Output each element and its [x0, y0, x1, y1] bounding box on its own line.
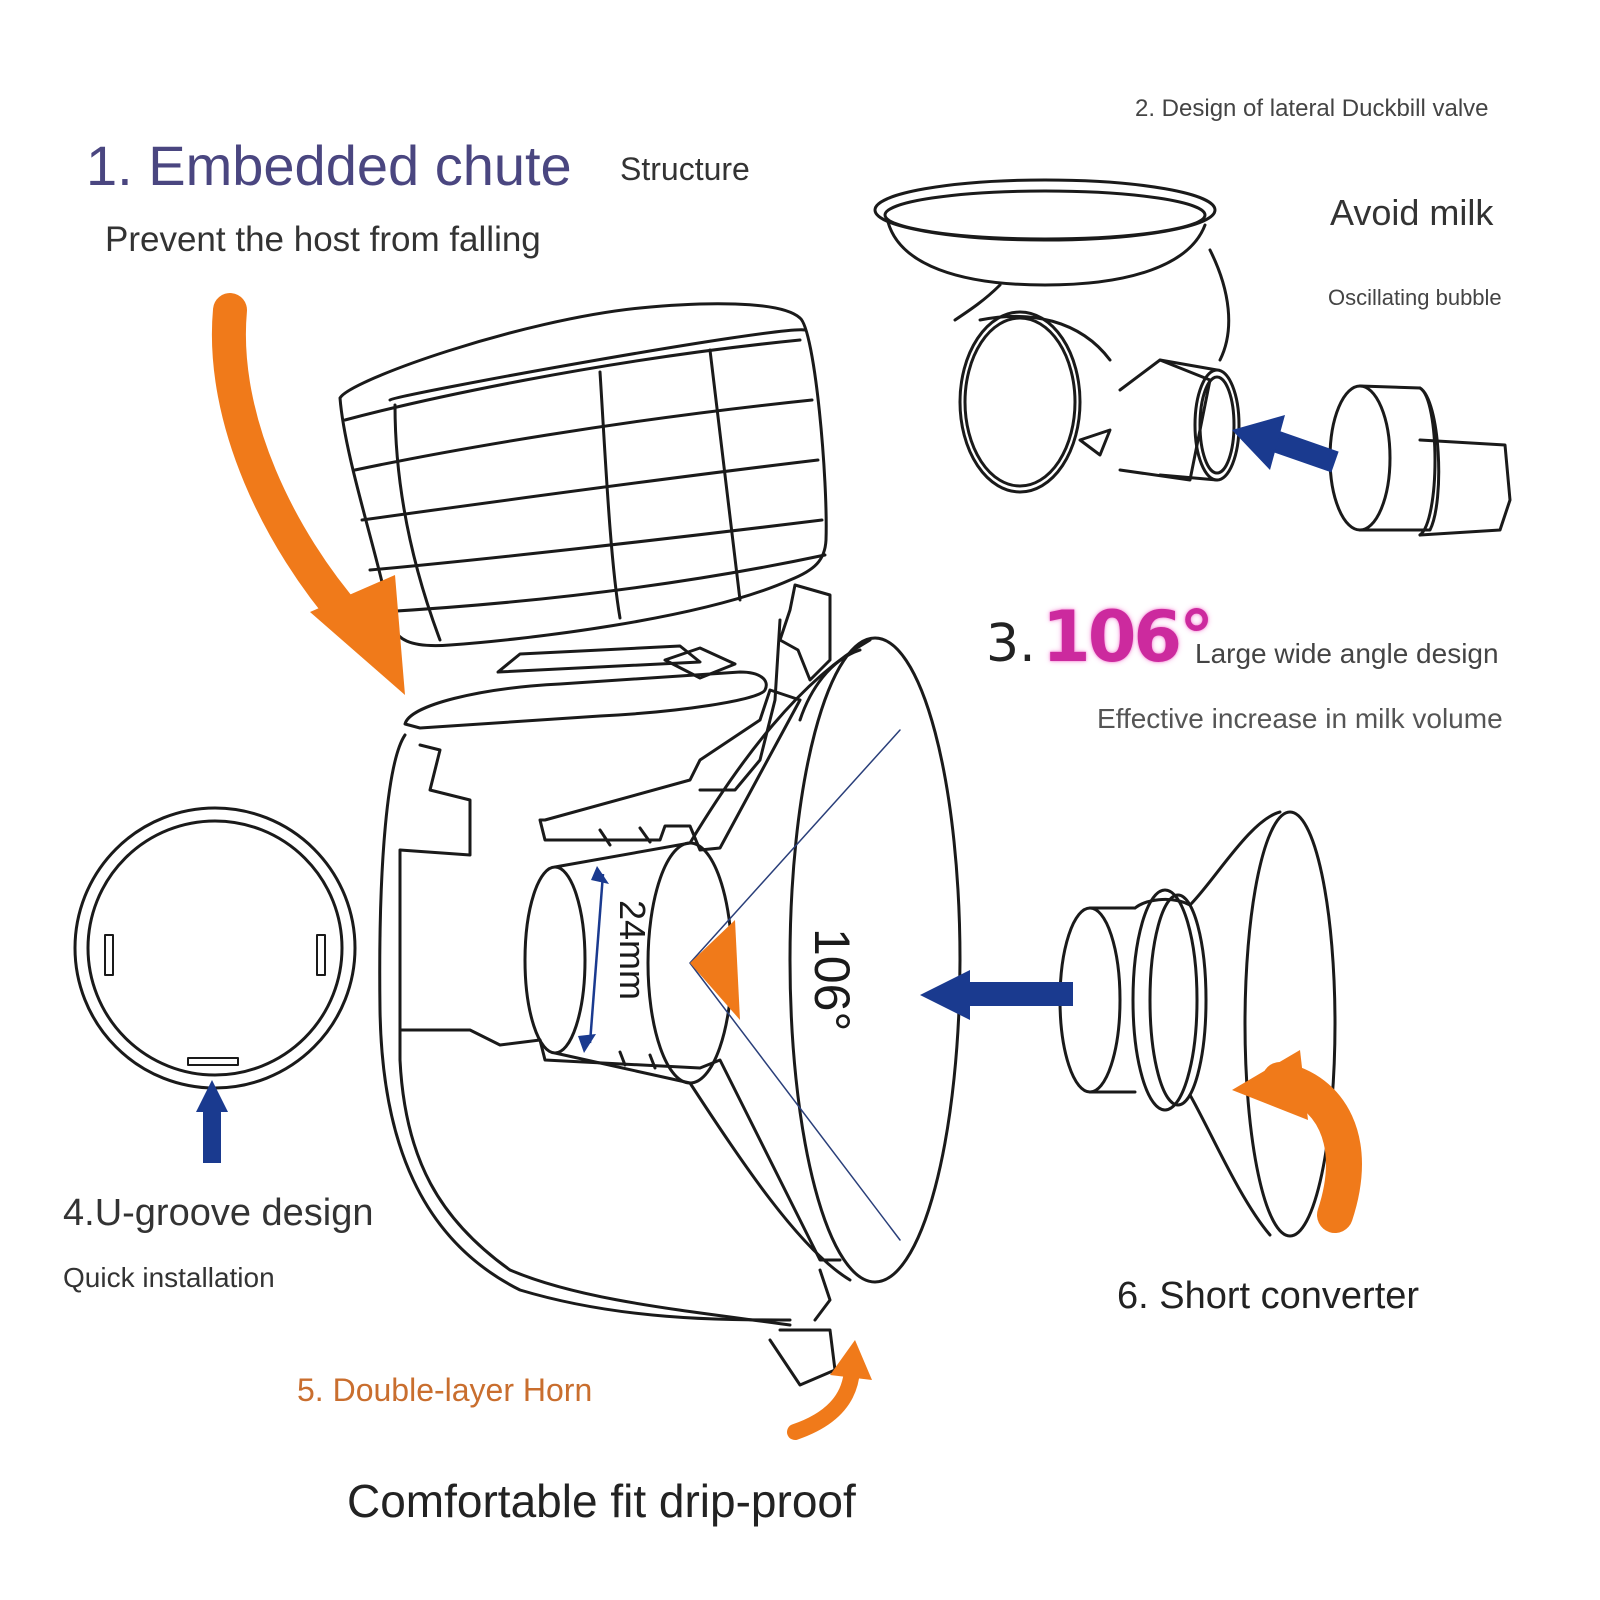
angle-wedge — [690, 920, 740, 1020]
feature-1-title: 1. Embedded chute — [86, 134, 572, 197]
horn-flange — [688, 636, 962, 1322]
u-groove-ring — [73, 806, 357, 1090]
feature-5-description: Comfortable fit drip-proof — [347, 1475, 856, 1527]
feature-6-title: 6. Short converter — [1117, 1275, 1420, 1317]
feature-5-title: 5. Double-layer Horn — [297, 1372, 593, 1408]
orange-curved-arrow-bottom — [787, 1340, 872, 1440]
feature-1-description: Prevent the host from falling — [105, 220, 541, 259]
orange-curved-arrow-top — [211, 293, 405, 695]
blue-arrow-up — [196, 1080, 228, 1163]
blue-arrow-valve — [1232, 415, 1339, 473]
feature-3-number: 3. — [986, 614, 1036, 674]
duckbill-valve-assembly — [873, 178, 1512, 537]
feature-2-title: 2. Design of lateral Duckbill valve — [1135, 95, 1489, 122]
orange-curved-arrow-right — [1232, 1050, 1362, 1233]
blue-arrow-left — [920, 970, 1073, 1020]
feature-3-description: Effective increase in milk volume — [1097, 703, 1503, 734]
feature-3-subtitle: Large wide angle design — [1195, 638, 1499, 669]
feature-4-title: 4.U-groove design — [63, 1192, 374, 1234]
feature-4-description: Quick installation — [63, 1262, 275, 1293]
angle-label: 106° — [804, 928, 860, 1031]
motor-unit — [338, 302, 828, 648]
feature-2-line-1: Avoid milk — [1330, 192, 1494, 233]
bottle-body — [378, 583, 842, 1387]
feature-1-subtitle: Structure — [620, 151, 750, 187]
feature-3-angle: 106° — [1042, 596, 1214, 678]
short-converter — [1058, 810, 1337, 1238]
feature-2-line-2: Oscillating bubble — [1328, 285, 1502, 310]
diameter-dimension — [578, 866, 609, 1053]
diameter-label: 24mm — [612, 900, 653, 1000]
